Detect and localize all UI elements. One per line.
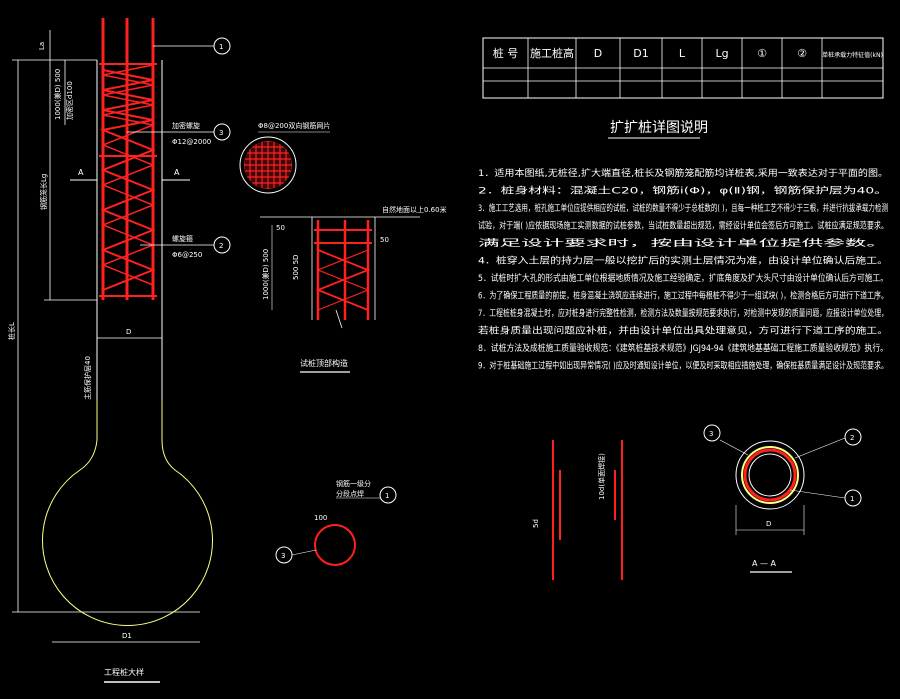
table-header-cell: ② <box>797 47 807 60</box>
aa-callout-2-leader <box>794 437 846 459</box>
aa-dim-D: D <box>766 520 771 528</box>
callout-2-text: 2 <box>219 242 223 250</box>
ring-callout-3-text: 3 <box>281 552 285 560</box>
ring-callout-1-circle <box>379 486 397 504</box>
pile-elevation: La 桩长L 钢筋笼长Lg 1000(兼D) 500 加密区d100 D D1 … <box>7 18 231 683</box>
top-dim-2-text: 加密区d100 <box>65 81 74 120</box>
note-line: 1．适用本图纸,无桩径,扩大端直径,桩长及钢筋笼配筋均详桩表,采用一致表达对于平… <box>478 167 888 179</box>
note-line: 满足设计要求时，按由设计单位提供参数。 <box>478 237 888 249</box>
note-line: 若桩身质量出现问题应补桩，并由设计单位出具处理意见，方可进行下道工序的施工。 <box>478 325 888 337</box>
section-AA: 3 2 1 D A — A <box>703 424 862 573</box>
ring-note-1: 钢筋一级分 <box>336 479 371 488</box>
section-mark-left: A <box>78 168 84 177</box>
bulb-outline <box>42 400 213 626</box>
lap-5d: 5d <box>532 519 540 528</box>
aa-callout-3-leader <box>719 439 749 456</box>
notes-block: 扩扩桩详图说明 1．适用本图纸,无桩径,扩大端直径,桩长及钢筋笼配筋均详桩表,采… <box>478 119 888 372</box>
dim-L-text: 桩长L <box>7 322 16 340</box>
aa-spiral-red <box>743 448 797 502</box>
table-header-cell: 桩 号 <box>493 46 519 60</box>
spiral-spec: Φ12@2000 <box>172 138 211 146</box>
mesh-grid <box>244 141 292 189</box>
ring-circle <box>314 524 356 566</box>
note-line: 8．试桩方法及成桩施工质量验收规范：《建筑桩基技术规范》JGJ94-94《建筑地… <box>478 342 888 354</box>
tp-spiral-back <box>316 249 370 311</box>
mesh-outer-circle <box>239 136 297 194</box>
tp-dim-2: 500 5D <box>292 255 300 280</box>
callout-3-text: 3 <box>219 129 223 137</box>
note-line: 试验，对于端( )应依据现场施工实测数据的试桩参数，当试桩数量超出规范，需经设计… <box>478 220 888 232</box>
pile-table: 桩 号施工桩高 D D1 L Lg ① ② 单桩承载力特征值(kN) <box>482 37 884 99</box>
aa-hoop-yellow <box>741 446 799 504</box>
spiral-stirrup <box>99 69 156 291</box>
dim-Lg-text: 钢筋笼长Lg <box>39 174 48 210</box>
section-mark-right: A <box>174 168 180 177</box>
ring-callout-1-text: 1 <box>385 492 389 500</box>
aa-callout-3-text: 3 <box>709 430 713 438</box>
table-header-cell: D1 <box>633 47 648 60</box>
tp-dim-1: 1000(兼D) 500 <box>261 249 270 300</box>
aa-callout-2-text: 2 <box>850 434 854 442</box>
tp-break <box>335 309 343 329</box>
table-columns <box>527 38 823 98</box>
table-header-cell: Lg <box>715 47 728 60</box>
ring-callout-3-circle <box>275 546 293 564</box>
note-line: 6．为了确保工程质量的前提，桩身混凝土浇筑应连续进行，施工过程中每根桩不得少于一… <box>478 290 888 302</box>
ring-detail: 钢筋一级分 分段点焊 1 100 3 <box>275 479 397 566</box>
callout-1-text: 1 <box>219 43 223 51</box>
test-pile-caption: 试桩顶部构造 <box>300 358 348 368</box>
lap-detail: 10d(单面焊接) 5d <box>532 440 623 580</box>
note-line: 2．桩身材料：混凝土C20，钢筋ⅰ(Φ)，φ(Ⅱ)钢，钢筋保护层为40。 <box>478 185 888 197</box>
stirrup-label: 螺旋箍 <box>172 234 193 243</box>
test-pile-top: 自然地面以上0.60米 1000(兼D) 500 500 5D 50 50 试桩… <box>260 205 447 373</box>
mesh-detail: Φ8@200双向钢筋网片 <box>239 121 330 194</box>
stirrup-spec: Φ6@250 <box>172 251 202 259</box>
elevation-label: 自然地面以上0.60米 <box>382 205 447 214</box>
aa-callout-1-leader <box>789 489 846 499</box>
ring-dim: 100 <box>314 514 327 522</box>
aa-callout-2-circle <box>844 428 862 446</box>
callout-3-circle <box>213 123 231 141</box>
table-headers: 桩 号施工桩高 D D1 L Lg ① ② 单桩承载力特征值(kN) <box>493 46 883 60</box>
top-dim-1-text: 1000(兼D) 500 <box>53 69 62 120</box>
dim-D1-text: D1 <box>122 632 132 640</box>
dim-La-text: La <box>38 42 46 50</box>
table-header-cell: 单桩承载力特征值(kN) <box>822 51 883 59</box>
note-line: 3．施工工艺选用，桩孔施工单位应提供相应的试桩，试桩的数量不得少于总桩数的( )… <box>478 202 888 214</box>
table-header-cell: L <box>679 47 686 60</box>
tp-50b: 50 <box>380 236 389 244</box>
ring-note-2: 分段点焊 <box>336 489 364 498</box>
lap-note: 10d(单面焊接) <box>597 453 606 500</box>
aa-outer-circle <box>735 440 805 510</box>
aa-callout-3-circle <box>703 424 721 442</box>
note-line: 9．对于桩基础施工过程中如出现异常情况( )应及时通知设计单位，以便及时采取相应… <box>478 360 888 372</box>
spiral-label: 加密螺旋 <box>172 121 200 130</box>
note-line: 7．工程桩桩身混凝土时，应对桩身进行完整性检测，检测方法及数量按规范要求执行，对… <box>478 307 888 319</box>
aa-callout-1-circle <box>844 489 862 507</box>
dim-D-text: D <box>126 328 131 336</box>
note-line: 5．试桩时扩大孔的形式由施工单位根据地质情况及施工经验确定，扩底角度及扩大头尺寸… <box>478 272 888 284</box>
section-caption: A — A <box>752 559 777 568</box>
callout-2-circle <box>213 236 231 254</box>
table-header-cell: D <box>594 47 602 60</box>
aa-callout-1-text: 1 <box>850 495 854 503</box>
note-line: 4．桩穿入土层的持力层一般以挖扩后的实测土层情况为准，由设计单位确认后施工。 <box>478 255 888 267</box>
spiral-stirrup-back <box>100 64 156 286</box>
callout-1-circle <box>213 37 231 55</box>
notes-title: 扩扩桩详图说明 <box>610 119 708 136</box>
left-detail-caption: 工程桩大样 <box>104 667 144 677</box>
table-header-cell: 施工桩高 <box>530 46 574 60</box>
mesh-label: Φ8@200双向钢筋网片 <box>258 121 330 130</box>
aa-inner-circle <box>748 453 792 497</box>
main-bar-note: 主筋保护层40 <box>83 356 92 400</box>
notes-lines: 1．适用本图纸,无桩径,扩大端直径,桩长及钢筋笼配筋均详桩表,采用一致表达对于平… <box>478 167 888 372</box>
ring-callout-3-leader <box>291 549 317 556</box>
table-header-cell: ① <box>757 47 767 60</box>
tp-50a: 50 <box>276 224 285 232</box>
